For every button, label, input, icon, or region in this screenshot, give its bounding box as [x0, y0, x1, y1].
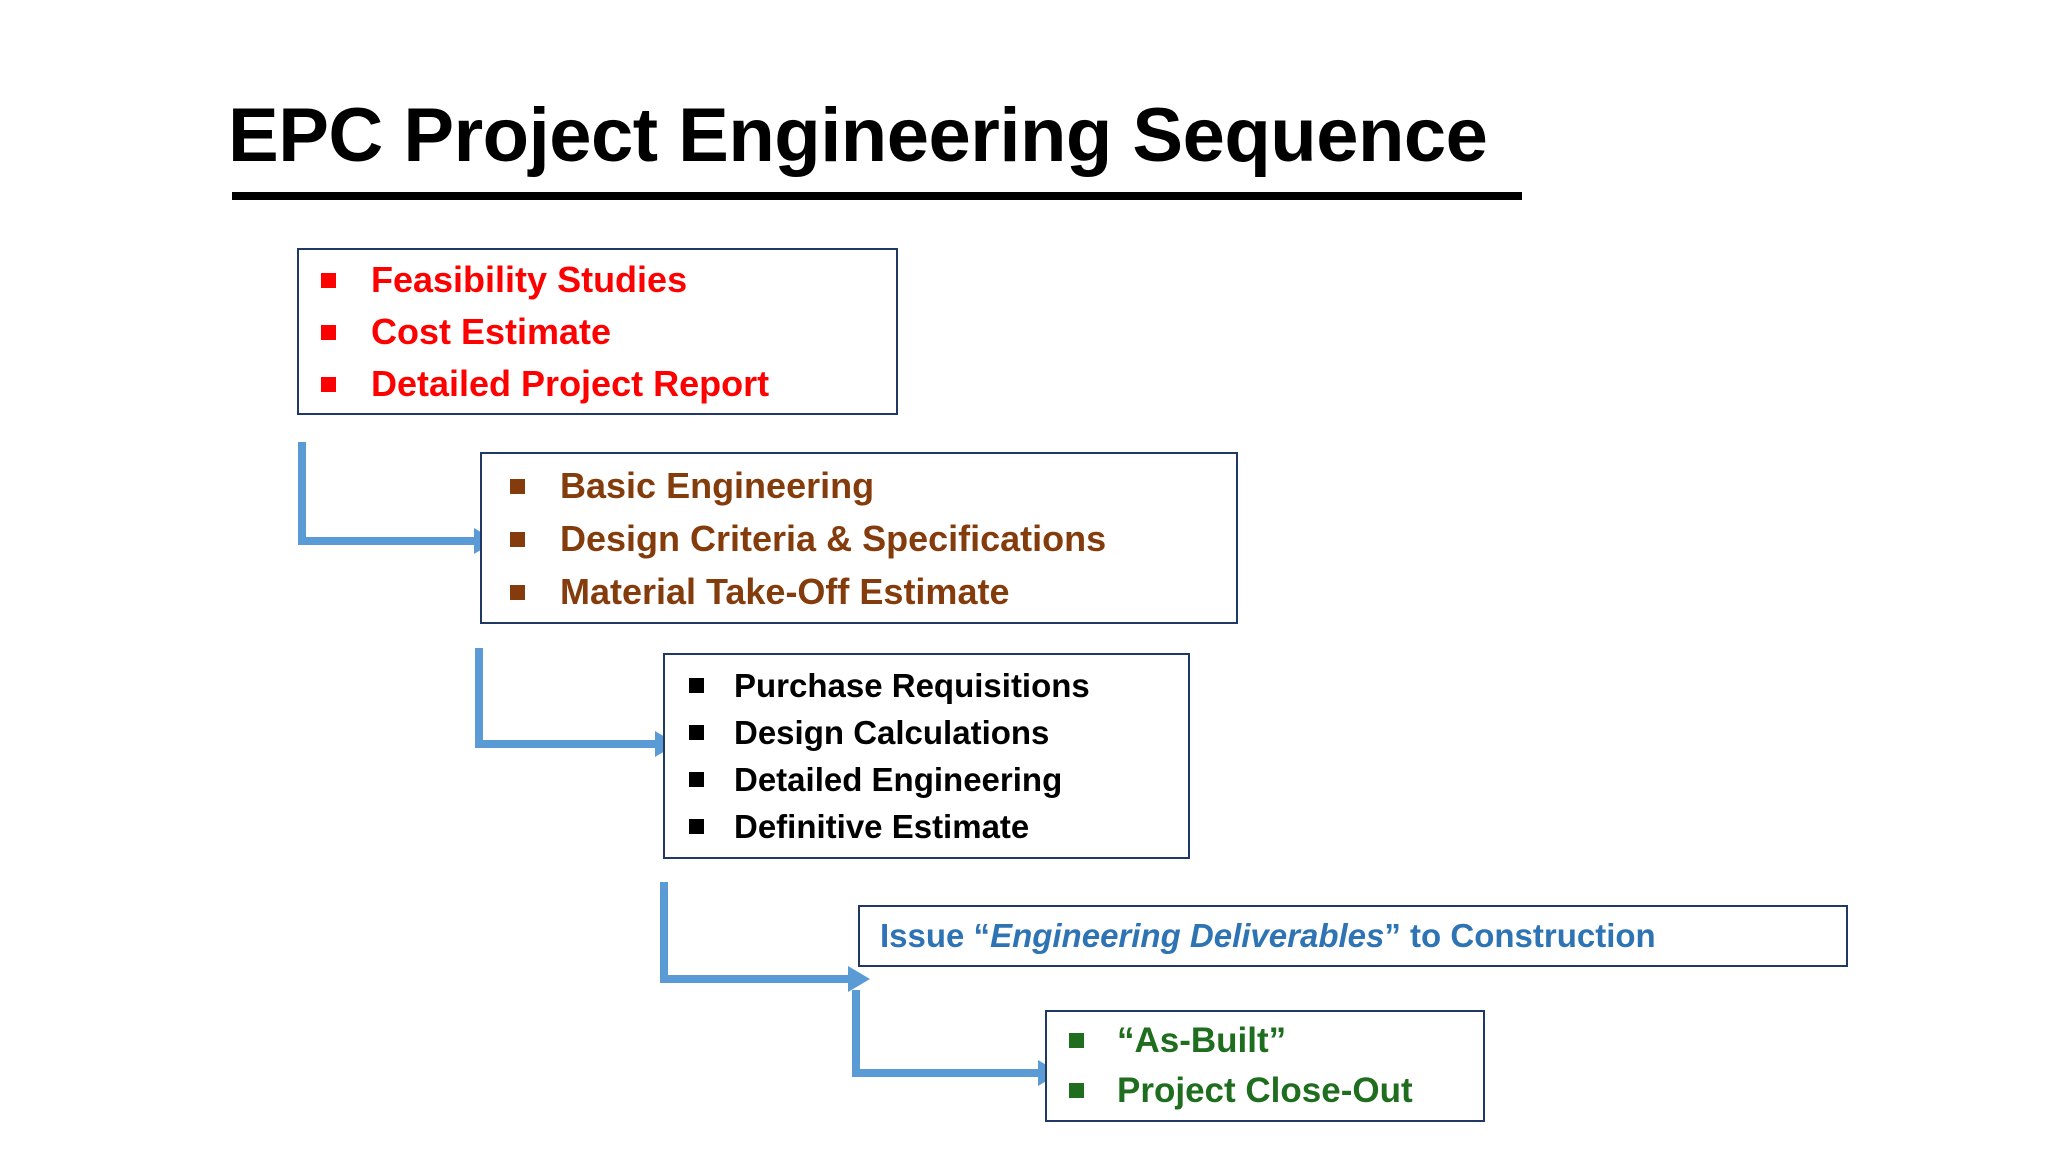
- feasibility-studies-box[interactable]: Feasibility Studies Cost Estimate Detail…: [297, 248, 898, 415]
- connector-3-horizontal: [660, 975, 852, 983]
- list-item-label: Feasibility Studies: [371, 258, 688, 300]
- list-item: Design Calculations: [689, 709, 1188, 756]
- list-item: Basic Engineering: [510, 459, 1236, 512]
- connector-4-vertical: [852, 990, 860, 1077]
- list-item-label: Definitive Estimate: [734, 808, 1030, 845]
- issue-deliverables-prefix: Issue “: [880, 917, 991, 954]
- as-built-box[interactable]: “As-Built” Project Close-Out: [1045, 1010, 1485, 1122]
- list-item-label: Detailed Project Report: [371, 362, 770, 404]
- connector-2-horizontal: [475, 740, 657, 748]
- square-bullet-icon: [510, 531, 525, 547]
- connector-3-arrowhead: [848, 966, 870, 992]
- issue-deliverables-emphasis: Engineering Deliverables: [990, 917, 1385, 954]
- list-item: Purchase Requisitions: [689, 662, 1188, 709]
- list-item-label: “As-Built”: [1117, 1021, 1287, 1060]
- square-bullet-icon: [1069, 1083, 1084, 1098]
- square-bullet-icon: [1069, 1033, 1084, 1048]
- square-bullet-icon: [689, 772, 704, 787]
- list-item: “As-Built”: [1069, 1016, 1483, 1066]
- square-bullet-icon: [321, 376, 336, 392]
- issue-deliverables-box[interactable]: Issue “Engineering Deliverables” to Cons…: [858, 905, 1848, 967]
- issue-deliverables-label: Issue “Engineering Deliverables” to Cons…: [880, 916, 1846, 956]
- square-bullet-icon: [689, 819, 704, 834]
- issue-deliverables-suffix: ” to Construction: [1384, 917, 1656, 954]
- square-bullet-icon: [321, 272, 336, 288]
- list-item: Material Take-Off Estimate: [510, 565, 1236, 618]
- detailed-engineering-box[interactable]: Purchase Requisitions Design Calculation…: [663, 653, 1190, 859]
- list-item: Project Close-Out: [1069, 1066, 1483, 1116]
- list-item: Detailed Engineering: [689, 756, 1188, 803]
- connector-1-horizontal: [298, 537, 478, 545]
- list-item-label: Basic Engineering: [560, 464, 875, 506]
- connector-2-vertical: [475, 648, 483, 748]
- square-bullet-icon: [321, 324, 336, 340]
- list-item: Definitive Estimate: [689, 803, 1188, 850]
- list-item: Design Criteria & Specifications: [510, 512, 1236, 565]
- connector-4-horizontal: [852, 1069, 1042, 1077]
- connector-3-vertical: [660, 882, 668, 983]
- basic-engineering-box[interactable]: Basic Engineering Design Criteria & Spec…: [480, 452, 1238, 624]
- list-item-label: Detailed Engineering: [734, 761, 1063, 798]
- list-item-label: Project Close-Out: [1117, 1071, 1413, 1110]
- list-item: Feasibility Studies: [321, 254, 896, 306]
- list-item: Cost Estimate: [321, 306, 896, 358]
- page-title: EPC Project Engineering Sequence: [228, 93, 1488, 178]
- list-item-label: Cost Estimate: [371, 310, 612, 352]
- square-bullet-icon: [510, 478, 525, 494]
- square-bullet-icon: [689, 725, 704, 740]
- title-underline: [232, 192, 1522, 200]
- connector-1-vertical: [298, 442, 306, 545]
- square-bullet-icon: [689, 678, 704, 693]
- square-bullet-icon: [510, 584, 525, 600]
- list-item-label: Material Take-Off Estimate: [560, 570, 1010, 612]
- list-item-label: Purchase Requisitions: [734, 667, 1090, 704]
- list-item-label: Design Calculations: [734, 714, 1050, 751]
- list-item: Detailed Project Report: [321, 358, 896, 410]
- list-item-label: Design Criteria & Specifications: [560, 517, 1107, 559]
